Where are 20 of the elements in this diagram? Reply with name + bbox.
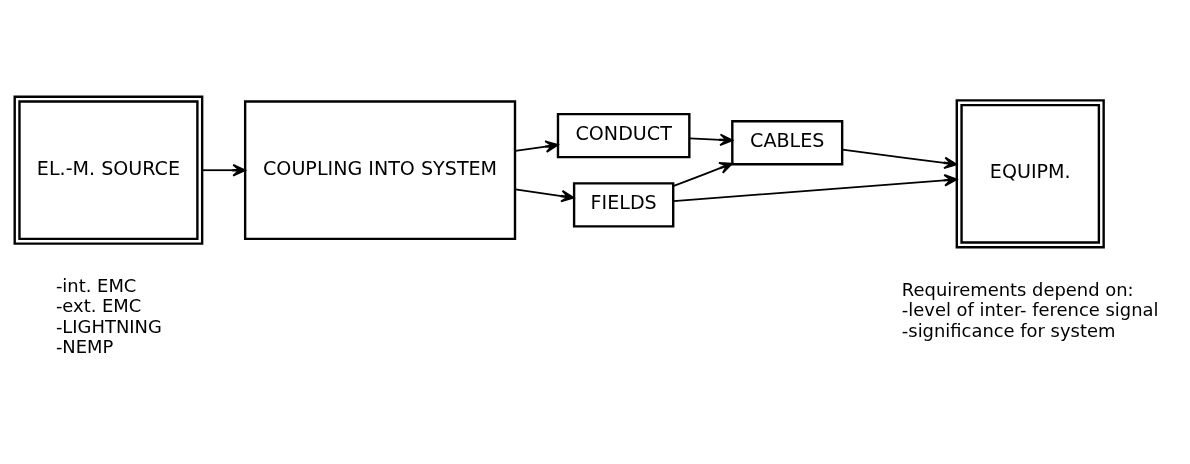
node-box: CABLES [731, 120, 844, 166]
arrow [514, 140, 559, 153]
arrow [688, 133, 734, 147]
arrow [514, 188, 575, 203]
node-label: -significance for system [901, 319, 1116, 341]
node-label: Requirements depend on: [901, 279, 1134, 301]
node-box: EL.-M. SOURCE [13, 95, 204, 245]
node-box: COUPLING INTO SYSTEM [243, 100, 517, 241]
arrow [672, 161, 733, 188]
node-box: EQUIPM. [955, 99, 1105, 249]
node-label: -LIGHTNING [55, 315, 162, 337]
node-box: FIELDS [572, 182, 675, 228]
arrow [201, 163, 247, 177]
node-label: -NEMP [55, 335, 114, 357]
arrow [672, 174, 958, 202]
node-box: CONDUCT [556, 112, 691, 159]
arrow [841, 148, 958, 170]
node-label: -level of inter- ference signal [901, 299, 1159, 321]
node-label: -int. EMC [55, 275, 137, 296]
node-label: -ext. EMC [55, 295, 142, 317]
